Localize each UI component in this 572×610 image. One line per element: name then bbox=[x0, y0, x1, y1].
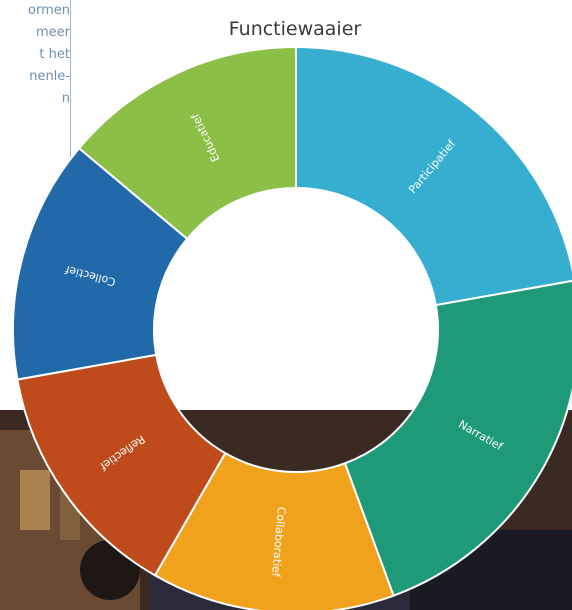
left-text-line: t het bbox=[39, 47, 70, 62]
left-divider bbox=[70, 0, 71, 158]
left-text-line: meer bbox=[35, 25, 70, 40]
left-column-text: ormen meer t het nenle- n bbox=[0, 0, 70, 210]
donut-slice-reflectief bbox=[16, 353, 227, 577]
donut-label-collaboratief: Collaboratief bbox=[269, 506, 288, 578]
left-text-line: nenle- bbox=[29, 69, 70, 84]
left-text-line: ormen bbox=[28, 3, 70, 18]
donut-slice-narratief bbox=[343, 279, 572, 597]
donut-slice-educatief bbox=[77, 45, 297, 241]
donut-slice-collectief bbox=[12, 146, 189, 381]
left-text-line: n bbox=[61, 91, 70, 106]
donut-slice-collaboratief bbox=[153, 451, 395, 610]
donut-slice-participatief bbox=[295, 45, 572, 307]
chart-title: Functiewaaier bbox=[228, 18, 362, 40]
